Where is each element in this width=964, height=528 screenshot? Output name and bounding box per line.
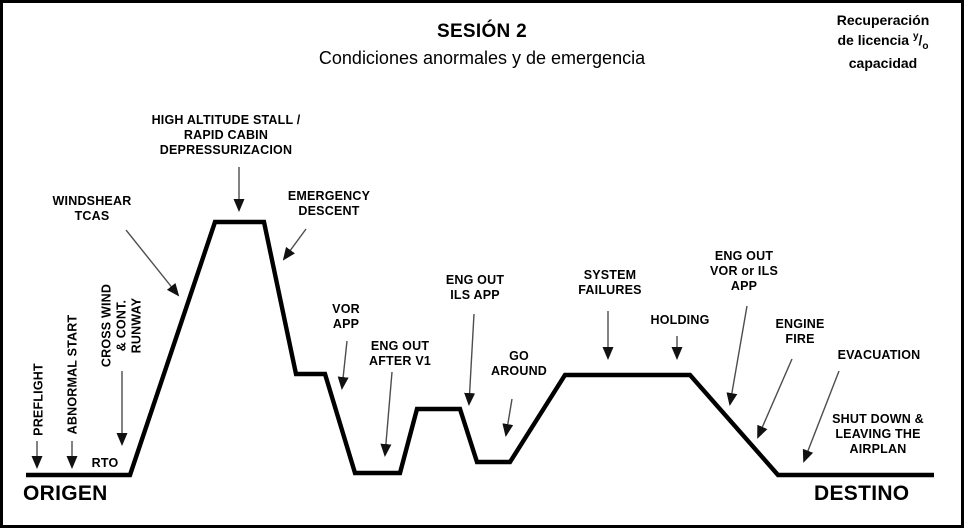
- page-subtitle: Condiciones anormales y de emergencia: [318, 48, 646, 68]
- profile-diagram-svg: [26, 167, 934, 478]
- label-rto: RTO: [91, 456, 119, 470]
- arrow-emergency-descent: [282, 228, 307, 261]
- arrow-engine-fire: [757, 358, 793, 439]
- recovery-slash: /: [918, 32, 923, 49]
- recovery-note: Recuperación de licencia y/o capacidad: [819, 11, 947, 73]
- recovery-line1: Recuperación: [836, 12, 930, 28]
- arrow-vor-app: [337, 340, 349, 390]
- label-eng-out-after-v1: ENG OUT AFTER V1: [368, 339, 432, 368]
- recovery-sub-o: o: [922, 41, 929, 53]
- label-eng-out-vor-ils-app: ENG OUT VOR or ILS APP: [710, 249, 778, 293]
- recovery-line2: de licencia: [837, 32, 913, 49]
- label-emergency-descent: EMERGENCY DESCENT: [287, 189, 371, 218]
- label-cross-wind-cont-runway: CROSS WIND & CONT. RUNWAY: [99, 283, 144, 368]
- arrow-eng-out-ils-app: [464, 313, 476, 406]
- arrow-eng-out-vor-ils: [726, 305, 748, 406]
- label-shutdown-leaving: SHUT DOWN & LEAVING THE AIRPLAN: [832, 412, 924, 456]
- label-system-failures: SYSTEM FAILURES: [578, 268, 642, 297]
- label-eng-out-ils-app: ENG OUT ILS APP: [445, 273, 505, 302]
- arrow-go-around: [502, 398, 514, 437]
- label-evacuation: EVACUATION: [837, 348, 921, 362]
- label-abnormal-start: ABNORMAL START: [65, 314, 80, 435]
- label-windshear-tcas: WINDSHEAR TCAS: [52, 194, 132, 223]
- label-high-altitude-stall: HIGH ALTITUDE STALL / RAPID CABIN DEPRES…: [151, 113, 301, 157]
- label-preflight: PREFLIGHT: [31, 363, 46, 436]
- arrow-evacuation: [802, 370, 840, 463]
- label-go-around: GO AROUND: [490, 349, 548, 378]
- flight-profile-line: [26, 219, 934, 478]
- label-vor-app: VOR APP: [332, 302, 360, 331]
- recovery-sup-y: y: [912, 31, 919, 43]
- label-holding: HOLDING: [650, 313, 710, 327]
- label-engine-fire: ENGINE FIRE: [775, 317, 825, 346]
- recovery-line3: capacidad: [848, 55, 918, 72]
- page-title: SESIÓN 2: [436, 21, 528, 42]
- arrow-windshear: [125, 229, 180, 297]
- endpoint-origin: ORIGEN: [23, 482, 108, 505]
- endpoint-destination: DESTINO: [814, 482, 910, 505]
- arrow-eng-out-after-v1: [380, 371, 393, 457]
